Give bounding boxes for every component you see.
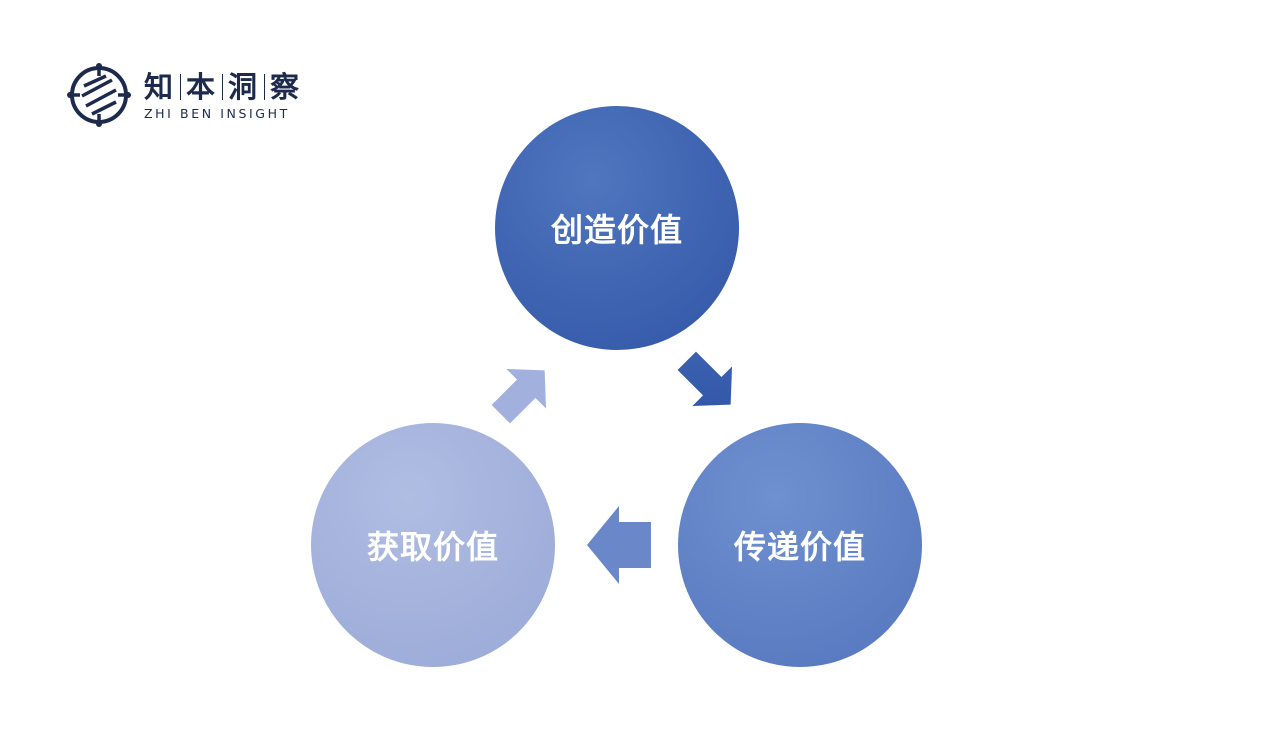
arrow-capture-to-create	[491, 368, 547, 424]
node-create-value: 创造价值	[495, 106, 739, 350]
node-deliver-value: 传递价值	[678, 423, 922, 667]
logo-emblem-icon	[67, 63, 131, 127]
logo-name-cn: 知本洞察	[144, 69, 302, 104]
logo-name-en: ZHI BEN INSIGHT	[144, 105, 290, 121]
node-capture-value: 获取价值	[311, 423, 555, 667]
arrow-deliver-to-capture	[587, 506, 651, 584]
logo: 知本洞察 ZHI BEN INSIGHT	[66, 62, 301, 128]
arrow-create-to-deliver	[677, 351, 733, 407]
